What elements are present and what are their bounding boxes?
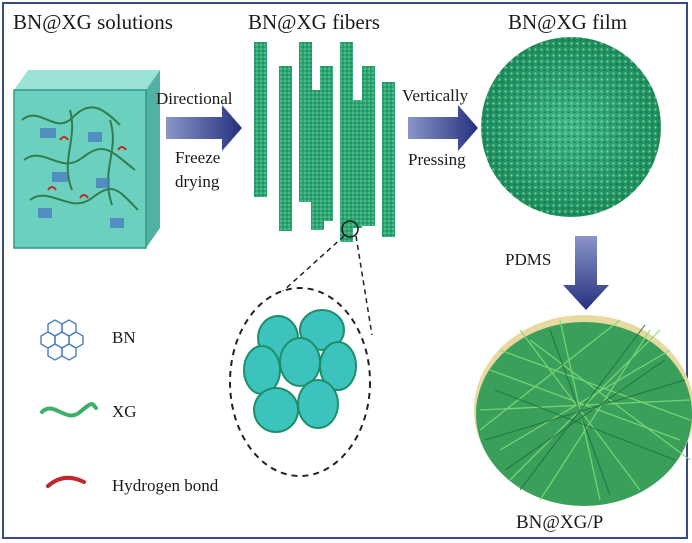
arrow-freeze-drying: [166, 105, 242, 151]
fiber-cross-section: [229, 287, 371, 477]
xg-wave-icon: [40, 402, 98, 418]
title-film: BN@XG film: [508, 10, 628, 34]
hexagonal-bn-icon: [40, 319, 84, 361]
step1-label-line1: Directional: [156, 89, 233, 108]
step2-label-line2: Pressing: [408, 150, 466, 169]
arrow-vertical-pressing: [408, 105, 478, 151]
solution-cube: [13, 70, 160, 249]
step2-label-line1: Vertically: [402, 86, 469, 105]
title-solutions: BN@XG solutions: [13, 10, 173, 34]
arrow-pdms: [563, 236, 609, 310]
legend-bn-label: BN: [112, 328, 136, 347]
composite-disc: [474, 315, 692, 506]
film-disc: [481, 37, 661, 217]
zoom-source-circle: [341, 220, 359, 238]
step3-label: PDMS: [505, 250, 552, 269]
step1-label-line3: drying: [175, 172, 220, 191]
hydrogen-bond-icon: [46, 475, 86, 488]
fiber-bundle: [254, 42, 395, 242]
title-fibers: BN@XG fibers: [248, 10, 380, 34]
legend-hbond-label: Hydrogen bond: [112, 476, 219, 495]
step1-label-line2: Freeze: [175, 148, 221, 167]
legend-xg-label: XG: [112, 402, 137, 421]
title-composite: BN@XG/P: [516, 512, 604, 533]
